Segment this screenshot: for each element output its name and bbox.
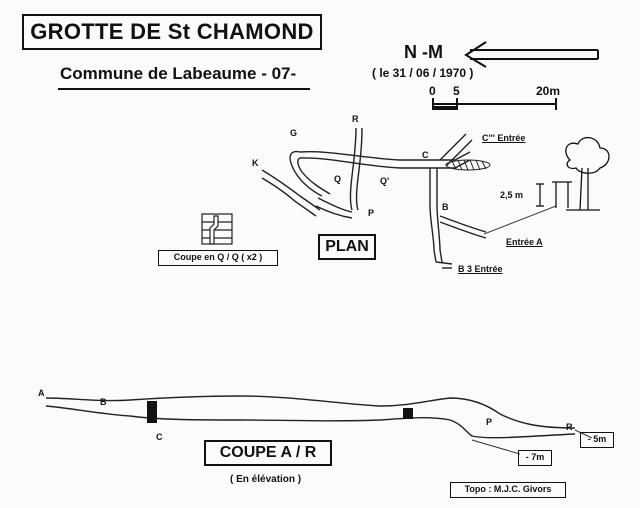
coupe-profile [45, 395, 576, 439]
height-marker [536, 181, 572, 208]
coupe-label-c: C [156, 432, 163, 442]
plan-guide-line [483, 205, 557, 235]
plan-label-b3-entry: B 3 Entrée [458, 264, 503, 274]
coupe-siphon-c [147, 401, 157, 423]
plan-label-c3-entry: C''' Entrée [482, 133, 526, 143]
topo-credit: Topo : M.J.C. Givors [450, 482, 566, 498]
commune-label: Commune de Labeaume - 07- [60, 64, 297, 83]
plan-label-r: R [352, 114, 359, 124]
coupe-label-a: A [38, 388, 45, 398]
plan-title: PLAN [318, 234, 376, 260]
coupe-title: COUPE A / R [204, 440, 332, 466]
coupe-siphon-2 [403, 408, 413, 419]
depth-minus5: - 5m [580, 432, 614, 448]
plan-passages [261, 127, 487, 269]
plan-hatched-section [445, 159, 491, 171]
coupe-label-p: P [486, 417, 493, 427]
north-label: N -M [404, 42, 443, 62]
commune-underline [58, 88, 310, 90]
coupe-label-b: B [100, 397, 107, 407]
section-box: Coupe en Q / Q ( x2 ) [158, 250, 278, 266]
tree-icon [565, 137, 610, 211]
section-qq-icon [201, 213, 233, 245]
plan-label-p: P [368, 208, 375, 218]
scale-five: 5 [453, 84, 460, 98]
plan-label-height: 2,5 m [500, 190, 524, 200]
plan-label-g: G [290, 128, 298, 138]
plan-label-k: K [252, 158, 259, 168]
plan-label-q-prime: Q' [380, 176, 390, 186]
scale-twenty: 20m [536, 84, 561, 98]
coupe-label-r: R [566, 422, 573, 432]
north-arrow [464, 41, 599, 68]
scale-zero: 0 [429, 84, 436, 98]
plan-label-c: C [422, 150, 429, 160]
scale-bar [432, 98, 557, 110]
plan-label-q: Q [334, 174, 342, 184]
plan-label-a-entry: Entrée A [506, 237, 543, 247]
coupe-depth-lines [471, 429, 593, 455]
depth-minus7: - 7m [518, 450, 552, 466]
page-title: GROTTE DE St CHAMOND [22, 14, 322, 50]
survey-date: ( le 31 / 06 / 1970 ) [372, 66, 474, 80]
plan-label-b: B [442, 202, 449, 212]
coupe-subtitle: ( En élévation ) [230, 474, 302, 485]
